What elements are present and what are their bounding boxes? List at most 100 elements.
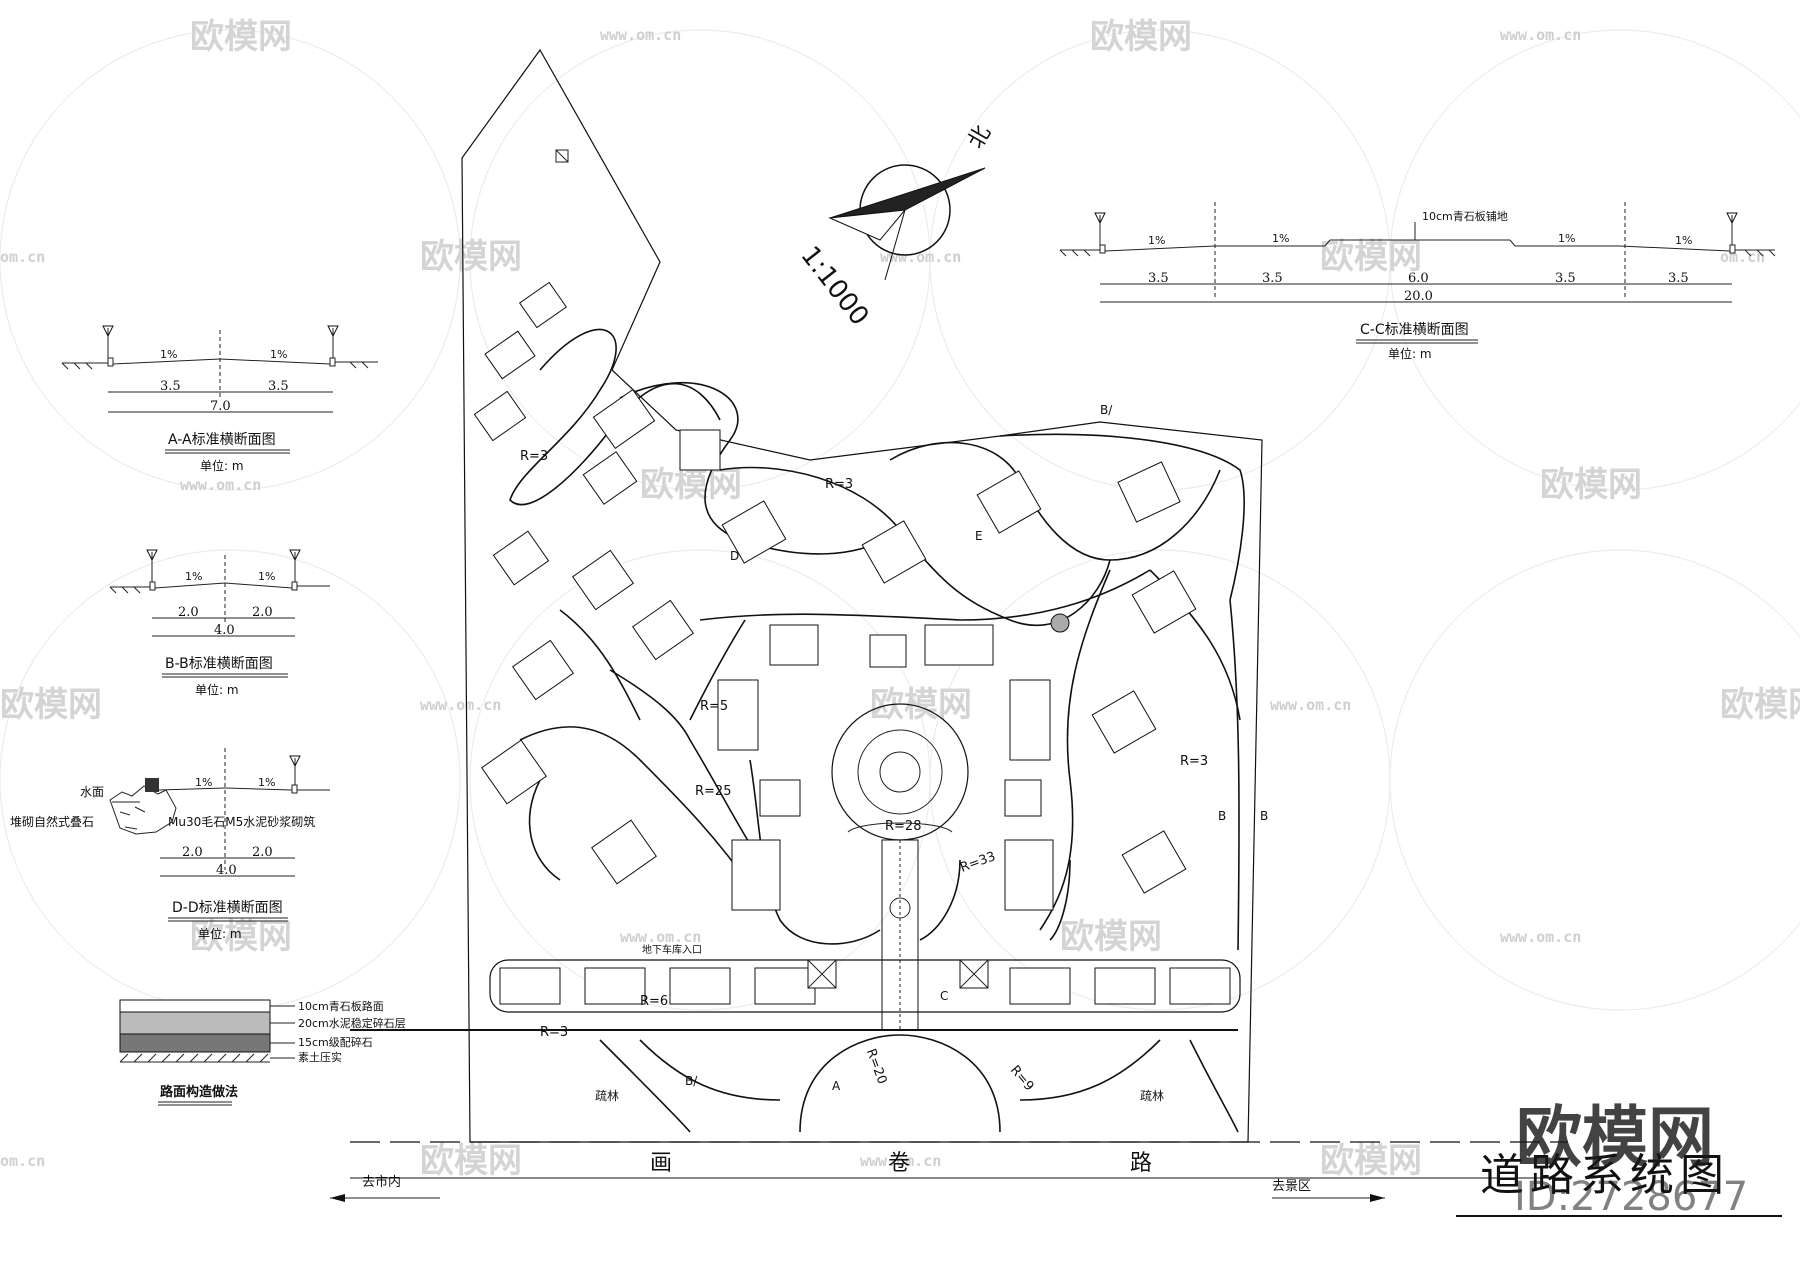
watermark-brand: 欧模网 bbox=[190, 17, 292, 57]
watermark-brand: 欧模网 bbox=[1090, 17, 1192, 57]
section-unit: 单位: m bbox=[200, 458, 244, 473]
dim-label: 2.0 bbox=[252, 845, 273, 860]
watermark-url: www.om.cn bbox=[600, 26, 681, 44]
section-b-b: 1% 1% 2.0 2.0 4.0 B-B标准横断面图 单位: m bbox=[109, 549, 330, 697]
site-plan: R=3 R=5 R=6 R=25 R=28 R=20 R=33 R=9 R=3 … bbox=[350, 48, 1568, 1179]
total-dim-label: 4.0 bbox=[216, 863, 237, 878]
pavement-layer: 20cm水泥稳定碎石层 bbox=[298, 1016, 406, 1030]
total-dim-label: 20.0 bbox=[1404, 289, 1433, 304]
section-marker: D bbox=[730, 549, 739, 563]
radius-label: R=33 bbox=[958, 849, 997, 876]
watermark-url: om.cn bbox=[0, 1152, 45, 1170]
slope-label: 1% bbox=[1148, 234, 1165, 247]
title-block: 道路系统图 欧模网 ID:2728677 bbox=[1456, 1099, 1782, 1220]
pavement-structure: 10cm青石板路面 20cm水泥稳定碎石层 15cm级配碎石 素土压实 路面构造… bbox=[119, 999, 406, 1106]
radius-label: R=20 bbox=[863, 1047, 890, 1086]
pavement-layer: 10cm青石板路面 bbox=[298, 999, 384, 1013]
watermark-brand: 欧模网 bbox=[0, 685, 102, 725]
radius-label: R=3 bbox=[825, 477, 853, 492]
slope-label: 1% bbox=[1272, 232, 1289, 245]
section-d-d: 水面 堆砌自然式叠石 Mu30毛石M5水泥砂浆砌筑 1% 1% 2.0 2.0 … bbox=[10, 748, 330, 941]
watermark-id: ID:2728677 bbox=[1514, 1174, 1748, 1220]
section-marker: B bbox=[1260, 809, 1268, 823]
slope-label: 1% bbox=[160, 348, 177, 361]
watermark-brand: 欧模网 bbox=[640, 465, 742, 505]
radius-label: R=3 bbox=[1180, 754, 1208, 769]
watermark-brand: 欧模网 bbox=[1060, 917, 1162, 957]
pavement-layer: 素土压实 bbox=[298, 1050, 342, 1064]
section-marker: E bbox=[975, 529, 983, 543]
section-unit: 单位: m bbox=[195, 682, 239, 697]
section-c-c: 10cm青石板铺地 1% 1% 1% 1% 3.5 3.5 6.0 3.5 3.… bbox=[1059, 202, 1776, 361]
watermark-brand: 欧模网 bbox=[420, 1141, 522, 1181]
direction-city-label: 去市内 bbox=[362, 1174, 401, 1190]
section-unit: 单位: m bbox=[198, 926, 242, 941]
section-marker: C bbox=[940, 989, 948, 1003]
section-marker: B/ bbox=[685, 1074, 698, 1088]
slope-label: 1% bbox=[258, 776, 275, 789]
slope-label: 1% bbox=[258, 570, 275, 583]
radius-label: R=6 bbox=[640, 994, 668, 1009]
watermark-url: www.om.cn bbox=[420, 696, 501, 714]
pavement-title: 路面构造做法 bbox=[160, 1084, 238, 1100]
radius-label: R=28 bbox=[885, 819, 921, 834]
total-dim-label: 7.0 bbox=[210, 399, 231, 414]
dim-label: 2.0 bbox=[252, 605, 273, 620]
dim-label: 6.0 bbox=[1408, 271, 1429, 286]
dim-label: 3.5 bbox=[160, 379, 181, 394]
radius-label: R=3 bbox=[540, 1025, 568, 1040]
slope-label: 1% bbox=[270, 348, 287, 361]
water-label: 水面 bbox=[80, 785, 104, 799]
residential-buildings bbox=[473, 281, 1197, 911]
watermark-url: www.om.cn bbox=[1500, 928, 1581, 946]
dim-label: 3.5 bbox=[1148, 271, 1169, 286]
watermark-url: www.om.cn bbox=[1500, 26, 1581, 44]
watermark-brand: 欧模网 bbox=[190, 917, 292, 957]
scale-label: 1:1000 bbox=[794, 241, 874, 332]
section-unit: 单位: m bbox=[1388, 346, 1432, 361]
dim-label: 2.0 bbox=[178, 605, 199, 620]
watermark-brand: 欧模网 bbox=[1320, 1141, 1422, 1181]
slope-label: 1% bbox=[185, 570, 202, 583]
drawing-title: 道路系统图 bbox=[1480, 1150, 1730, 1201]
radius-label: R=5 bbox=[700, 699, 728, 714]
sparse-forest-label: 疏林 bbox=[1140, 1088, 1164, 1103]
dim-label: 3.5 bbox=[1262, 271, 1283, 286]
section-marker: B/ bbox=[1100, 403, 1113, 417]
slope-label: 1% bbox=[1558, 232, 1575, 245]
dim-label: 2.0 bbox=[182, 845, 203, 860]
watermark-title: 欧模网 bbox=[1516, 1099, 1714, 1176]
watermark-brand: 欧模网 bbox=[420, 237, 522, 277]
north-label: 北 bbox=[964, 121, 997, 153]
masonry-label: Mu30毛石M5水泥砂浆砌筑 bbox=[168, 814, 315, 829]
watermark-url: www.om.cn bbox=[880, 248, 961, 266]
dim-label: 3.5 bbox=[268, 379, 289, 394]
radius-label: R=25 bbox=[695, 784, 731, 799]
direction-scenic-label: 去景区 bbox=[1272, 1179, 1311, 1194]
watermark-url: om.cn bbox=[0, 248, 45, 266]
dim-label: 3.5 bbox=[1555, 271, 1576, 286]
dim-label: 3.5 bbox=[1668, 271, 1689, 286]
road-labels: 画 卷 路 去市内 去景区 bbox=[330, 1151, 1385, 1202]
north-arrow: 北 1:1000 bbox=[794, 121, 996, 331]
watermark-url: www.om.cn bbox=[620, 928, 701, 946]
pavement-layer: 15cm级配碎石 bbox=[298, 1035, 373, 1049]
slope-label: 1% bbox=[1675, 234, 1692, 247]
road-name-char: 路 bbox=[1130, 1151, 1152, 1176]
watermark-url: www.om.cn bbox=[860, 1152, 941, 1170]
watermark-url: www.om.cn bbox=[180, 476, 261, 494]
paving-note: 10cm青石板铺地 bbox=[1422, 209, 1508, 223]
road-name-char: 画 bbox=[650, 1151, 672, 1176]
parking-entrance-label: 地下车库入口 bbox=[642, 943, 702, 956]
stone-label: 堆砌自然式叠石 bbox=[10, 814, 94, 829]
section-a-a: 1% 1% 3.5 3.5 7.0 A-A标准横断面图 单位: m bbox=[61, 325, 378, 473]
watermark-brand: 欧模网 bbox=[1720, 685, 1800, 725]
watermark-brand: 欧模网 bbox=[1540, 465, 1642, 505]
section-marker: B bbox=[1218, 809, 1226, 823]
road-name-char: 卷 bbox=[888, 1151, 910, 1176]
section-marker: A bbox=[832, 1079, 841, 1093]
watermark-layer: 欧模网 欧模网 www.om.cn www.om.cn 欧模网 欧模网 om.c… bbox=[0, 17, 1800, 1181]
section-title: B-B标准横断面图 bbox=[165, 656, 273, 672]
section-title: C-C标准横断面图 bbox=[1360, 322, 1469, 338]
